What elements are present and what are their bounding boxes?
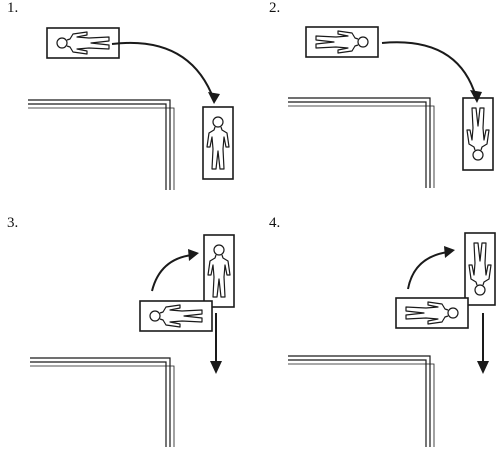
- wall-corner: [28, 99, 175, 190]
- panel-1: 1.: [0, 0, 250, 226]
- arrowhead: [188, 249, 199, 261]
- arrowhead: [470, 90, 482, 103]
- patient-on-stretcher: [305, 26, 379, 58]
- curved-arrow-icon: [381, 41, 477, 98]
- panel-4-drawing: [288, 232, 496, 447]
- panel-2: 2.: [262, 0, 501, 226]
- patient-on-stretcher: [464, 232, 496, 306]
- patient-on-stretcher: [395, 297, 469, 329]
- patient-on-stretcher: [202, 106, 234, 180]
- panel-2-drawing: [288, 26, 494, 188]
- panel-number: 2.: [269, 0, 281, 16]
- panel-number: 4.: [269, 215, 281, 231]
- panel-1-drawing: [28, 27, 234, 190]
- wall-corner: [288, 355, 435, 447]
- patient-on-stretcher: [139, 300, 213, 332]
- panel-3-drawing: [30, 234, 235, 447]
- arrowhead: [477, 361, 489, 374]
- panel-number: 1.: [7, 0, 19, 16]
- curved-arrow-icon: [151, 254, 193, 292]
- panel-4: 4.: [262, 215, 501, 447]
- arrowhead: [444, 246, 455, 258]
- wall-corner: [288, 97, 435, 188]
- wall-corner: [30, 357, 175, 447]
- arrowhead: [210, 361, 222, 374]
- curved-arrow-icon: [407, 251, 449, 290]
- curved-arrow-icon: [111, 42, 215, 101]
- patient-on-stretcher: [462, 97, 494, 171]
- arrowhead: [208, 92, 220, 104]
- panel-3: 3.: [0, 215, 250, 447]
- panel-number: 3.: [7, 215, 19, 231]
- patient-on-stretcher: [203, 234, 235, 308]
- patient-on-stretcher: [46, 27, 120, 59]
